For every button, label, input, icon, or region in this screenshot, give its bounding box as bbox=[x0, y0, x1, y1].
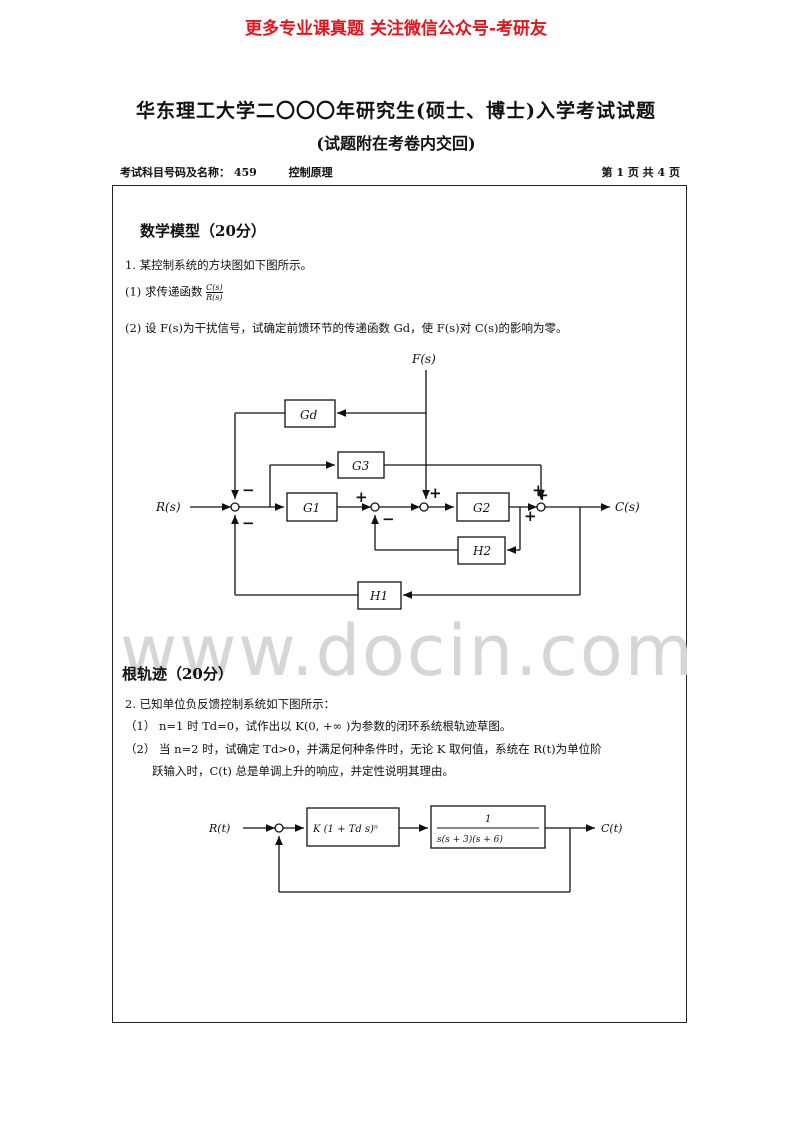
subject-label: 考试科目号码及名称： bbox=[120, 166, 230, 179]
subject-name: 控制原理 bbox=[288, 166, 333, 179]
label-g2: G2 bbox=[473, 501, 490, 515]
question-1-1: (1) 求传递函数 C(s) R(s) bbox=[125, 283, 223, 302]
exam-meta: 考试科目号码及名称： 459 控制原理 第 1 页 共 4 页 bbox=[120, 164, 680, 180]
fraction-denominator: R(s) bbox=[206, 293, 223, 302]
question-1: 1. 某控制系统的方块图如下图所示。 bbox=[125, 258, 313, 272]
input-label: R(s) bbox=[155, 500, 181, 514]
label-gd: Gd bbox=[300, 408, 318, 422]
exam-title: 华东理工大学二〇〇〇年研究生(硕士、博士)入学考试试题 bbox=[136, 100, 656, 122]
sign-8: + bbox=[536, 486, 549, 504]
label-plant-den: s(s + 3)(s + 6) bbox=[437, 834, 503, 845]
subject-code: 459 bbox=[233, 166, 257, 179]
label-h1: H1 bbox=[369, 589, 388, 603]
question-2-2b: 跃输入时，C(t) 总是单调上升的响应，并定性说明其理由。 bbox=[152, 764, 455, 778]
transfer-fraction: C(s) R(s) bbox=[206, 283, 223, 302]
question-frame bbox=[112, 185, 687, 1023]
watermark: www.docin.com bbox=[120, 610, 695, 692]
exam-subtitle: (试题附在考卷内交回) bbox=[316, 134, 476, 153]
sign-1: − bbox=[242, 481, 255, 499]
block-plant bbox=[430, 805, 546, 849]
label-g3: G3 bbox=[352, 459, 370, 473]
label-plant-num: 1 bbox=[485, 814, 491, 825]
section2-heading: 根轨迹（20分） bbox=[122, 665, 233, 683]
question-2-2a: （2） 当 n=2 时，试确定 Td>0，并满足何种条件时，无论 K 取何值，系… bbox=[125, 742, 602, 756]
output-label: C(s) bbox=[615, 500, 640, 514]
question-1-2: (2) 设 F(s)为干扰信号，试确定前馈环节的传递函数 Gd，使 F(s)对 … bbox=[125, 321, 568, 335]
label-h2: H2 bbox=[472, 544, 491, 558]
block-diagram-2: R(t) C(t) K (1 + Td s)ⁿ 1 s(s + 3)(s + 6… bbox=[208, 805, 622, 893]
section1-heading: 数学模型（20分） bbox=[140, 222, 266, 240]
label-g1: G1 bbox=[303, 501, 320, 515]
block-diagram-1: R(s) C(s) F(s) Gd G3 G1 G2 H2 H1 − − + −… bbox=[155, 352, 640, 610]
sign-3: + bbox=[355, 488, 368, 506]
sign-6: + bbox=[532, 481, 545, 499]
question-2: 2. 已知单位负反馈控制系统如下图所示： bbox=[125, 697, 336, 711]
block-controller bbox=[306, 807, 400, 847]
sign-5: + bbox=[429, 484, 442, 502]
disturbance-label: F(s) bbox=[411, 352, 436, 366]
label-controller: K (1 + Td s)ⁿ bbox=[312, 824, 378, 835]
promo-banner: 更多专业课真题 关注微信公众号-考研友 bbox=[245, 19, 547, 39]
page-info: 第 1 页 共 4 页 bbox=[601, 166, 680, 179]
input-label-2: R(t) bbox=[208, 822, 230, 835]
output-label-2: C(t) bbox=[601, 822, 622, 835]
question-2-1: （1） n=1 时 Td=0，试作出以 K(0, +∞ )为参数的闭环系统根轨迹… bbox=[125, 719, 512, 733]
sign-7: + bbox=[524, 507, 537, 525]
fraction-numerator: C(s) bbox=[206, 283, 223, 293]
question-1-1-text: (1) 求传递函数 bbox=[125, 284, 203, 299]
sign-2: − bbox=[242, 514, 255, 532]
sign-4: − bbox=[382, 510, 395, 528]
